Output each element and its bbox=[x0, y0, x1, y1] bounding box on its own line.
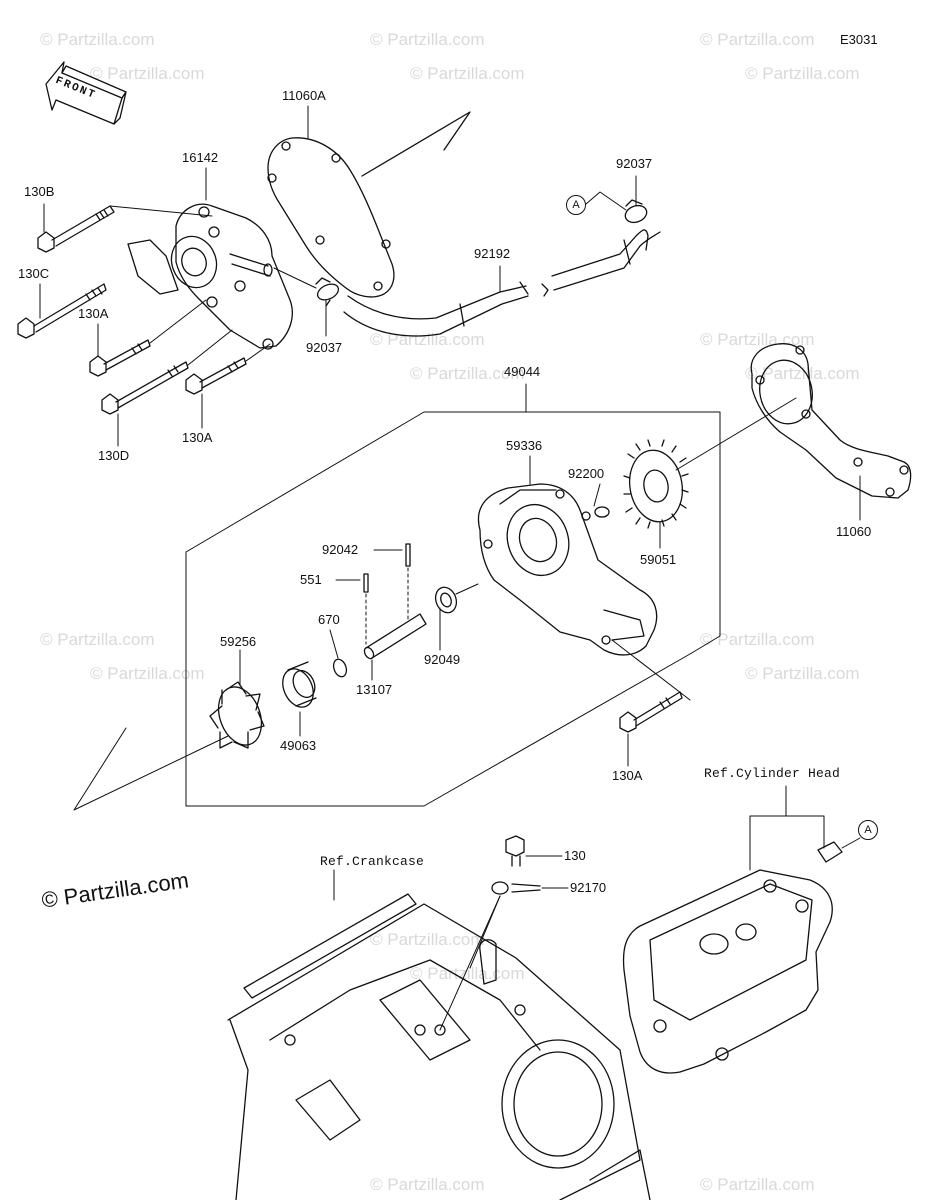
watermark: © Partzilla.com bbox=[700, 30, 815, 49]
watermark: © Partzilla.com bbox=[370, 1175, 485, 1194]
watermark: © Partzilla.com bbox=[700, 630, 815, 649]
part-label: 92037 bbox=[306, 340, 343, 355]
part-label: 49063 bbox=[280, 738, 317, 753]
washer-92200 bbox=[593, 483, 610, 518]
bolt-130d bbox=[101, 329, 233, 415]
part-label: 92192 bbox=[474, 246, 511, 261]
part-label: 92037 bbox=[616, 156, 653, 171]
front-arrow-icon bbox=[45, 61, 127, 125]
watermark: © Partzilla.com bbox=[40, 630, 155, 649]
part-label: 59256 bbox=[220, 634, 257, 649]
impeller-59256 bbox=[73, 649, 265, 811]
gear-59051 bbox=[623, 397, 797, 549]
ref-crankcase-label: Ref.Crankcase bbox=[320, 854, 425, 869]
part-label: 59336 bbox=[506, 438, 543, 453]
watermark: © Partzilla.com bbox=[745, 364, 860, 383]
part-label: 49044 bbox=[504, 364, 541, 379]
bolt-130c bbox=[17, 283, 107, 339]
watermark: © Partzilla.com bbox=[40, 30, 155, 49]
gasket-11060 bbox=[750, 343, 912, 521]
bolt-130a-top bbox=[89, 299, 207, 377]
assembly-frame-49044 bbox=[185, 383, 721, 807]
part-label: 92200 bbox=[568, 466, 605, 481]
hose-92192 bbox=[343, 229, 661, 337]
diagram-code: E3031 bbox=[840, 32, 878, 47]
part-label: 16142 bbox=[182, 150, 219, 165]
part-label: 11060A bbox=[282, 88, 326, 103]
watermark: © Partzilla.com bbox=[90, 664, 205, 683]
bolt-130 bbox=[505, 835, 563, 867]
seal-92049 bbox=[434, 583, 479, 651]
part-label: 130A bbox=[182, 430, 213, 445]
part-label: 551 bbox=[300, 572, 322, 587]
part-label: 92049 bbox=[424, 652, 461, 667]
bolt-130a-mid bbox=[185, 343, 271, 395]
pin-92042 bbox=[373, 543, 411, 621]
part-label: 13107 bbox=[356, 682, 393, 697]
part-label: 130B bbox=[24, 184, 55, 199]
watermark: © Partzilla.com bbox=[745, 64, 860, 83]
mechanical-seal-49063 bbox=[282, 661, 317, 737]
watermark: © Partzilla.com bbox=[700, 1175, 815, 1194]
crankcase-ref bbox=[227, 869, 651, 1200]
watermark: © Partzilla.com bbox=[745, 664, 860, 683]
gasket-11060a bbox=[267, 111, 471, 298]
callout-a: A bbox=[858, 820, 878, 840]
part-label: 11060 bbox=[836, 524, 872, 539]
part-label: 92042 bbox=[322, 542, 359, 557]
shaft-13107 bbox=[363, 613, 427, 681]
bolt-130b bbox=[37, 205, 213, 253]
pin-551 bbox=[335, 573, 369, 645]
callout-a: A bbox=[566, 195, 586, 215]
hose-clamp-92037-right bbox=[585, 175, 648, 224]
watermark: © Partzilla.com bbox=[410, 64, 525, 83]
part-label: 92170 bbox=[570, 880, 607, 895]
part-label: 130A bbox=[78, 306, 109, 321]
part-label: 130C bbox=[18, 266, 50, 281]
o-ring-670 bbox=[329, 629, 348, 678]
pump-body-59336 bbox=[477, 455, 691, 701]
washer-92170 bbox=[439, 881, 569, 1031]
pump-cover-16142 bbox=[127, 203, 293, 350]
part-label: 670 bbox=[318, 612, 340, 627]
bolt-130a-bottom bbox=[619, 691, 683, 767]
ref-cylinder-head-label: Ref.Cylinder Head bbox=[704, 766, 841, 781]
hose-clamp-92037-left bbox=[273, 267, 340, 337]
cylinder-head-ref bbox=[622, 785, 861, 1074]
part-label: 130 bbox=[564, 848, 586, 863]
watermark: © Partzilla.com bbox=[90, 64, 205, 83]
watermark: © Partzilla.com bbox=[410, 364, 525, 383]
watermark: © Partzilla.com bbox=[370, 30, 485, 49]
watermark: © Partzilla.com bbox=[370, 930, 485, 949]
part-label: 130A bbox=[612, 768, 643, 783]
part-label: 130D bbox=[98, 448, 130, 463]
part-label: 59051 bbox=[640, 552, 677, 567]
